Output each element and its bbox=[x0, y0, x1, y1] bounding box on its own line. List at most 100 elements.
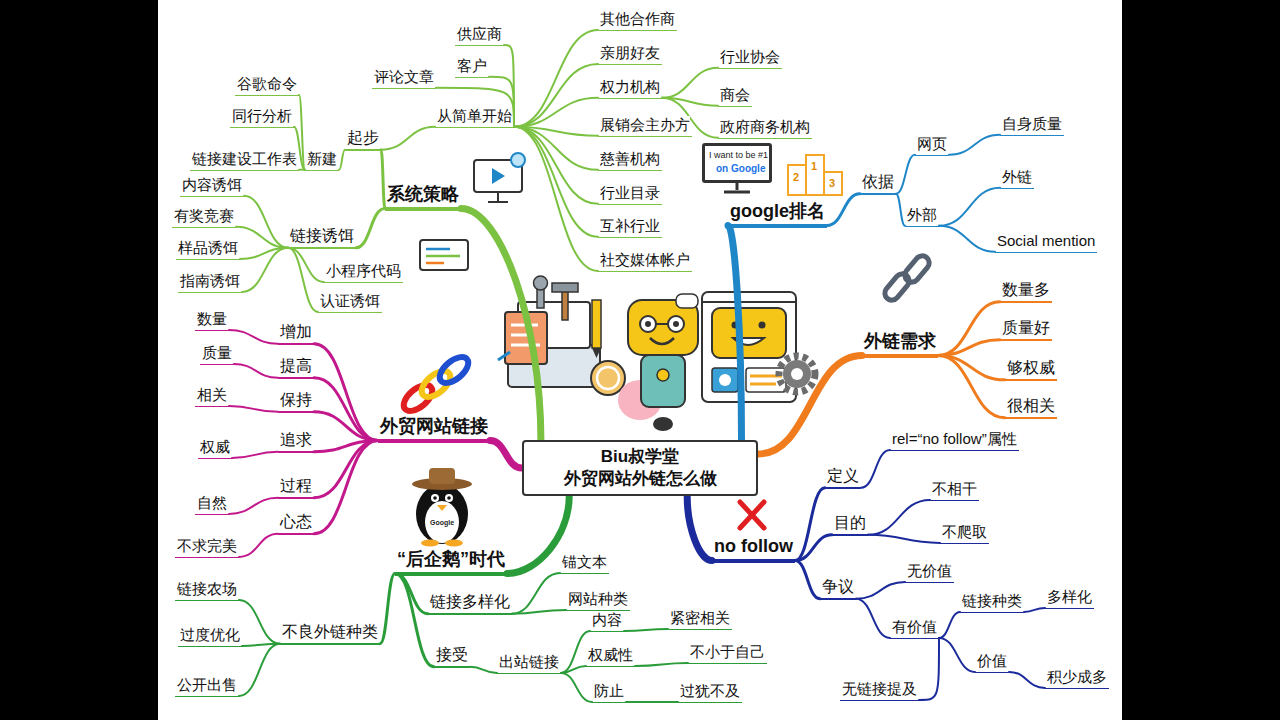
robot-part bbox=[668, 316, 684, 332]
branch-connector bbox=[662, 68, 718, 98]
leaf-branch: 锚文本 bbox=[560, 553, 609, 574]
leaf-branch: 行业目录 bbox=[598, 184, 662, 205]
branch-connector bbox=[938, 340, 1000, 356]
code-monitor-icon bbox=[420, 240, 468, 270]
branch-connector bbox=[395, 574, 434, 667]
branch-text: 追求 bbox=[280, 430, 312, 450]
penguin-part bbox=[433, 496, 437, 500]
branch-connector bbox=[861, 450, 890, 488]
leaf-branch: 不爬取 bbox=[940, 523, 989, 544]
grey-chain-icon-part bbox=[882, 271, 912, 303]
laptop-tools-part bbox=[592, 348, 601, 358]
branch-text: 同行分析 bbox=[232, 107, 292, 126]
branch-text: 接受 bbox=[436, 645, 468, 665]
branch-connector bbox=[288, 248, 318, 312]
penguin-part bbox=[416, 484, 468, 544]
sub-branch: 保持 bbox=[278, 390, 314, 413]
laptop-tools bbox=[498, 276, 601, 387]
branch-text: 提高 bbox=[280, 356, 312, 376]
leaf-branch: 自然 bbox=[195, 494, 229, 515]
cross-mark-part bbox=[740, 502, 764, 528]
podium-part bbox=[824, 172, 842, 195]
sub-branch: 链接多样化 bbox=[428, 592, 512, 615]
leaf-branch: 有价值 bbox=[890, 618, 939, 639]
branch-connector bbox=[514, 98, 598, 127]
branch-text: 积少成多 bbox=[1047, 668, 1107, 687]
leaf-branch: 公开出售 bbox=[175, 676, 239, 697]
branch-text: 有奖竞赛 bbox=[174, 207, 234, 226]
leaf-branch: 积少成多 bbox=[1045, 668, 1109, 689]
branch-text: 外链需求 bbox=[864, 330, 936, 353]
branch-connector bbox=[314, 441, 378, 534]
robot-part bbox=[653, 417, 673, 431]
branch-text: 起步 bbox=[347, 128, 379, 148]
sub-branch: 提高 bbox=[278, 356, 314, 379]
leaf-branch: 链接农场 bbox=[175, 580, 239, 601]
branch-text: 内容 bbox=[592, 611, 622, 630]
leaf-branch: 不求完美 bbox=[175, 537, 239, 558]
leaf-branch: 行业协会 bbox=[718, 48, 782, 69]
illustration-label: Google bbox=[430, 519, 454, 526]
branch-connector bbox=[461, 209, 541, 441]
laptop-tools-part bbox=[498, 352, 510, 360]
branch-connector bbox=[561, 673, 592, 702]
branch-text: 评论文章 bbox=[374, 68, 434, 87]
branch-connector bbox=[939, 638, 975, 672]
branch-connector bbox=[795, 561, 820, 599]
branch-text: 自然 bbox=[197, 494, 227, 513]
wordpress-badge-part bbox=[597, 367, 619, 389]
browser-window-part bbox=[719, 374, 731, 386]
main-branch: 外贸网站链接 bbox=[378, 415, 490, 443]
sub-branch: 定义 bbox=[825, 466, 861, 489]
branch-connector bbox=[728, 226, 742, 441]
podium bbox=[788, 155, 842, 195]
browser-window-part bbox=[759, 322, 766, 329]
branch-text: 多样化 bbox=[1047, 588, 1092, 607]
gear-part bbox=[783, 360, 811, 388]
browser-window bbox=[702, 292, 796, 402]
cross-mark bbox=[740, 502, 764, 528]
video-monitor-icon-part bbox=[511, 153, 525, 167]
sub-branch: 接受 bbox=[434, 645, 470, 668]
branch-connector bbox=[856, 599, 890, 638]
video-monitor-icon-part bbox=[497, 192, 499, 201]
branch-connector bbox=[939, 226, 995, 252]
branch-connector bbox=[1009, 672, 1045, 688]
branch-connector bbox=[896, 155, 915, 194]
robot-part bbox=[656, 323, 668, 325]
leaf-branch: 外链 bbox=[1000, 168, 1034, 189]
branch-connector bbox=[949, 135, 1000, 155]
branch-text: Social mention bbox=[997, 232, 1095, 251]
sub-branch: 起步 bbox=[345, 128, 381, 151]
sub-branch: 够权威 bbox=[1005, 358, 1057, 381]
leaf-branch: 过度优化 bbox=[178, 626, 242, 647]
leaf-branch: 网站种类 bbox=[566, 590, 630, 611]
main-branch: “后企鹅”时代 bbox=[395, 548, 507, 576]
branch-text: 权威 bbox=[200, 438, 230, 457]
branch-text: 商会 bbox=[720, 86, 750, 105]
sub-branch: 链接诱饵 bbox=[288, 226, 356, 249]
leaf-branch: 评论文章 bbox=[372, 68, 436, 89]
branch-text: 系统策略 bbox=[387, 183, 459, 206]
browser-window-part bbox=[712, 308, 786, 358]
wordpress-badge bbox=[591, 361, 625, 395]
main-branch: 外链需求 bbox=[862, 330, 938, 358]
branch-connector bbox=[938, 356, 1005, 418]
branch-text: 链接农场 bbox=[177, 580, 237, 599]
leaf-branch: 有奖竞赛 bbox=[172, 207, 236, 228]
leaf-branch: 互补行业 bbox=[598, 217, 662, 238]
branch-connector bbox=[514, 127, 598, 271]
wordpress-badge-part bbox=[591, 361, 625, 395]
branch-text: 无价值 bbox=[907, 562, 952, 581]
branch-text: 争议 bbox=[822, 577, 854, 597]
browser-window-part bbox=[750, 383, 776, 386]
branch-text: 行业目录 bbox=[600, 184, 660, 203]
penguin-part bbox=[445, 540, 463, 547]
leaf-branch: 数量 bbox=[195, 310, 229, 331]
robot bbox=[618, 294, 698, 431]
branch-text: 不良外链种类 bbox=[282, 622, 378, 642]
leaf-branch: 小程序代码 bbox=[324, 262, 403, 283]
robot-part bbox=[673, 321, 679, 327]
